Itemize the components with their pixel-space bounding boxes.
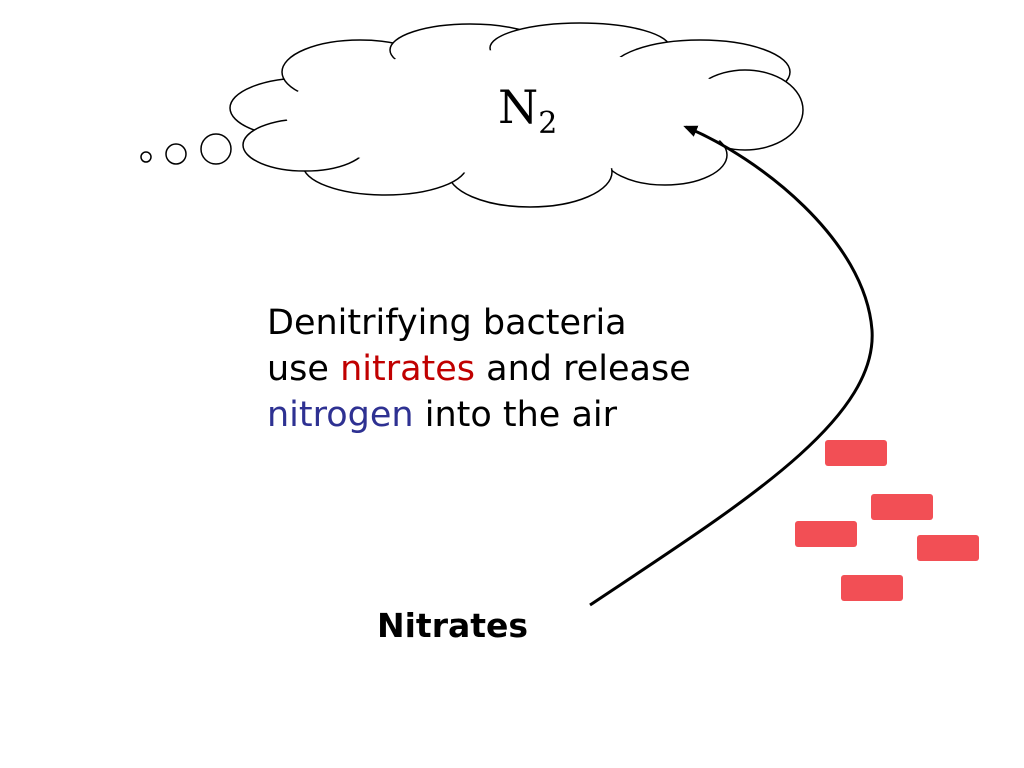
caption-line-2: use nitrates and release <box>267 346 691 392</box>
nitrogen-word: nitrogen <box>267 395 414 435</box>
caption-text: use <box>267 349 341 389</box>
nitrate-block <box>917 535 979 561</box>
process-caption: Denitrifying bacteria use nitrates and r… <box>267 300 691 438</box>
caption-text: and release <box>475 349 691 389</box>
nitrate-block <box>871 494 933 520</box>
release-arrow <box>589 125 874 607</box>
nitrogen-formula: N2 <box>498 80 558 141</box>
nitrates-label: Nitrates <box>377 606 529 645</box>
caption-line-3: nitrogen into the air <box>267 392 691 438</box>
caption-line-1: Denitrifying bacteria <box>267 303 627 343</box>
nitrate-block <box>841 575 903 601</box>
nitrogen-cloud <box>229 22 804 208</box>
nitrate-block <box>825 440 887 466</box>
thought-bubble-medium <box>165 143 187 165</box>
nitrates-word: nitrates <box>340 349 476 389</box>
nitrate-block <box>795 521 857 547</box>
nitrate-blocks <box>795 440 979 601</box>
thought-bubble-small <box>140 151 152 163</box>
caption-text: into the air <box>413 395 618 435</box>
thought-bubble-large <box>200 133 232 165</box>
